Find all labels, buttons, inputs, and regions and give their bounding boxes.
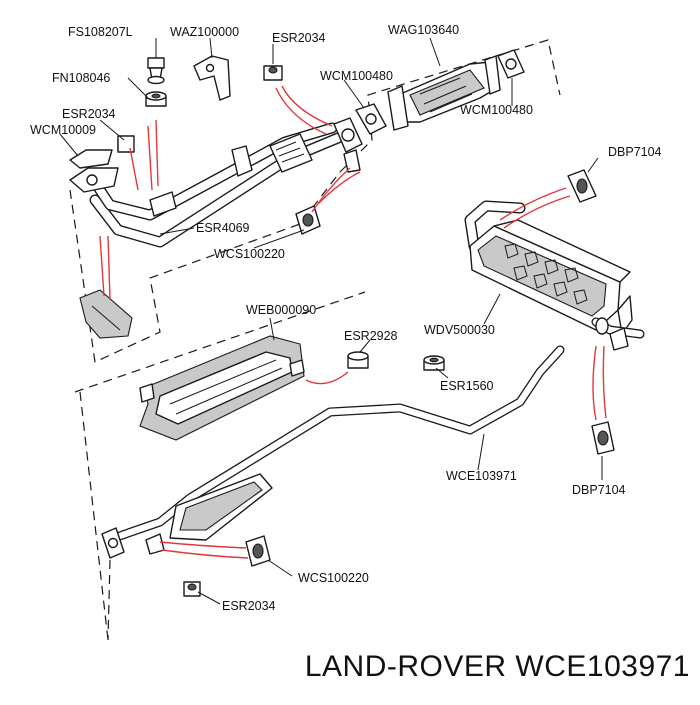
hanger-wcs100220-top bbox=[295, 205, 321, 235]
label-wce103971: WCE103971 bbox=[446, 469, 517, 483]
rubber-mount-esr2034-top bbox=[263, 65, 283, 81]
bracket-waz100000 bbox=[193, 55, 231, 101]
bolt-fs108207l bbox=[147, 57, 165, 85]
front-heat-shield bbox=[79, 289, 133, 339]
label-esr2928: ESR2928 bbox=[344, 329, 398, 343]
catalytic-converter bbox=[387, 55, 501, 131]
label-waz100000: WAZ100000 bbox=[170, 25, 239, 39]
label-wcm10009: WCM10009 bbox=[30, 123, 96, 137]
label-esr2034-left: ESR2034 bbox=[62, 107, 116, 121]
mount-esr1560 bbox=[423, 355, 445, 371]
label-dbp7104-top: DBP7104 bbox=[608, 145, 662, 159]
label-esr1560: ESR1560 bbox=[440, 379, 494, 393]
rear-section-boundary bbox=[74, 291, 366, 641]
label-wdv500030: WDV500030 bbox=[424, 323, 495, 337]
downpipe-flange bbox=[333, 117, 363, 173]
label-wcm100480-b: WCM100480 bbox=[460, 103, 533, 117]
label-fn108046: FN108046 bbox=[52, 71, 110, 85]
diagram-title: LAND-ROVER WCE103971 bbox=[305, 650, 690, 683]
intermediate-pipe-wce103971 bbox=[101, 345, 565, 559]
label-esr2034-top: ESR2034 bbox=[272, 31, 326, 45]
label-wcs100220-bottom: WCS100220 bbox=[298, 571, 369, 585]
gasket-wcm100480-a bbox=[355, 103, 387, 135]
rubber-mount-esr2034-left bbox=[117, 135, 135, 153]
label-wcm100480-a: WCM100480 bbox=[320, 69, 393, 83]
front-downpipe bbox=[84, 122, 344, 248]
hanger-dbp7104-top bbox=[567, 169, 597, 203]
label-dbp7104-bottom: DBP7104 bbox=[572, 483, 626, 497]
part-labels: FS108207L WAZ100000 ESR2034 WAG103640 FN… bbox=[30, 23, 662, 613]
heat-shield-web000090 bbox=[139, 335, 305, 441]
rear-silencer bbox=[464, 200, 645, 351]
front-section-boundary bbox=[69, 39, 561, 363]
nut-fn108046 bbox=[145, 91, 167, 107]
leader-lines bbox=[59, 37, 603, 605]
hanger-wcs100220-bottom bbox=[245, 535, 271, 567]
label-esr2034-bottom: ESR2034 bbox=[222, 599, 276, 613]
mount-esr2928 bbox=[347, 351, 369, 369]
label-web000090: WEB000090 bbox=[246, 303, 316, 317]
hanger-dbp7104-bottom bbox=[591, 421, 615, 455]
label-esr4069: ESR4069 bbox=[196, 221, 250, 235]
label-wcs100220-top: WCS100220 bbox=[214, 247, 285, 261]
fitting-indicators bbox=[99, 85, 607, 559]
label-wag103640: WAG103640 bbox=[388, 23, 459, 37]
label-fs108207l: FS108207L bbox=[68, 25, 133, 39]
gasket-wcm100480-b bbox=[497, 49, 525, 79]
rubber-mount-esr2034-bottom bbox=[183, 581, 201, 597]
